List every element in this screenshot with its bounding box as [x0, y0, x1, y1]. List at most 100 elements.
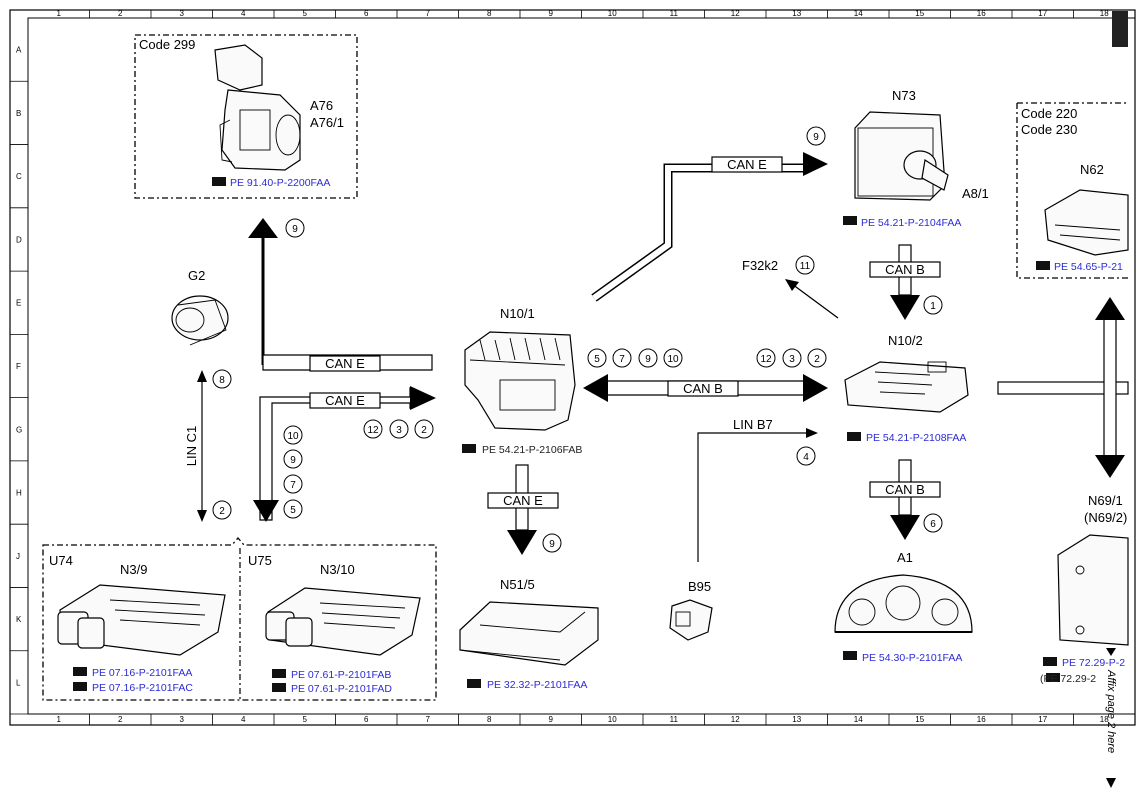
book-icon [73, 682, 87, 691]
n69-ref-1[interactable]: PE 72.29-P-2 [1043, 657, 1125, 669]
b95-component-drawing [669, 599, 713, 641]
a76-code-label: Code 299 [139, 37, 195, 52]
svg-text:10: 10 [667, 354, 679, 365]
a8-1-label: A8/1 [962, 186, 989, 201]
can-b-right-bottom-label-box [869, 481, 941, 498]
arrow-right-n10-2 [803, 374, 828, 402]
circle-9-n73: 9 [806, 126, 826, 146]
affix-arrow-top [1106, 648, 1116, 656]
u74-ref-2-text[interactable]: PE 07.16-P-2101FAC [92, 682, 193, 694]
lin-b7-label: LIN B7 [733, 417, 773, 432]
svg-text:4: 4 [803, 452, 809, 463]
b95-label: B95 [688, 579, 711, 594]
n10-2-component-drawing [844, 361, 969, 413]
n10-1-label: N10/1 [500, 306, 535, 321]
n62-code-2: Code 230 [1021, 122, 1077, 137]
a1-component-drawing [834, 574, 973, 633]
n10-2-ref[interactable]: PE 54.21-P-2108FAA [847, 432, 966, 444]
grid-row-label: B [16, 109, 21, 118]
circle-11: 11 [795, 255, 815, 275]
grid-col-label: 8 [487, 715, 492, 724]
right-bus-horizontal [997, 381, 1129, 395]
can-e-lower-label: CAN E [325, 393, 365, 408]
u75-ref-1[interactable]: PE 07.61-P-2101FAB [272, 669, 391, 681]
svg-text:9: 9 [813, 132, 819, 143]
n10-1-ref[interactable]: PE 54.21-P-2106FAB [462, 444, 582, 456]
svg-text:1: 1 [930, 301, 936, 312]
u75-ref-2-text[interactable]: PE 07.61-P-2101FAD [291, 683, 392, 695]
grid-col-label: 18 [1100, 715, 1109, 724]
grid-col-label: 7 [426, 715, 431, 724]
can-e-upper-label: CAN E [325, 356, 365, 371]
grid-col-label: 8 [487, 9, 492, 18]
grid-row-label: D [16, 235, 22, 244]
a76-label: A76 [310, 98, 333, 113]
grid-col-label: 1 [57, 715, 62, 724]
grid-col-label: 10 [608, 9, 617, 18]
svg-text:8: 8 [219, 375, 225, 386]
affix-note: Affix page 2 here [1105, 669, 1117, 753]
n3-9-component-drawing [57, 584, 226, 656]
n51-5-label: N51/5 [500, 577, 535, 592]
u74-label: U74 [49, 553, 73, 568]
grid-col-label: 3 [180, 715, 185, 724]
n51-5-ref-text[interactable]: PE 32.32-P-2101FAA [487, 679, 587, 691]
n10-1-ref-text[interactable]: PE 54.21-P-2106FAB [482, 444, 582, 456]
grid-col-label: 6 [364, 9, 369, 18]
grid-row-label: L [16, 678, 21, 687]
n62-component-drawing [1044, 189, 1129, 256]
a76-ref[interactable]: PE 91.40-P-2200FAA [212, 177, 330, 189]
grid-col-label: 12 [731, 715, 740, 724]
can-e-top-label: CAN E [727, 157, 767, 172]
a76-ref-text[interactable]: PE 91.40-P-2200FAA [230, 177, 330, 189]
n73-ref-text[interactable]: PE 54.21-P-2104FAA [861, 217, 961, 229]
f32k2-arrow-line [791, 283, 839, 319]
book-icon [843, 651, 857, 660]
n69-ref-2[interactable]: (PE 72.29-2 [1040, 673, 1096, 685]
svg-text:3: 3 [396, 425, 402, 436]
n62-ref[interactable]: PE 54.65-P-21 [1036, 261, 1123, 273]
circle-9-n51-5: 9 [542, 533, 562, 553]
n69-ref-2-text[interactable]: (PE 72.29-2 [1040, 673, 1096, 685]
grid-col-label: 3 [180, 9, 185, 18]
affix-arrow-bottom [1106, 778, 1116, 788]
a1-ref[interactable]: PE 54.30-P-2101FAA [843, 651, 962, 664]
svg-text:9: 9 [292, 224, 298, 235]
u75-ref-2[interactable]: PE 07.61-P-2101FAD [272, 683, 392, 695]
book-icon [847, 432, 861, 441]
svg-text:12: 12 [760, 354, 772, 365]
can-e-up-line [258, 233, 268, 365]
book-icon [272, 669, 286, 678]
grid-col-label: 5 [303, 715, 308, 724]
a76-1-label: A76/1 [310, 115, 344, 130]
n10-2-ref-text[interactable]: PE 54.21-P-2108FAA [866, 432, 966, 444]
grid-col-label: 15 [915, 9, 924, 18]
n3-10-label: N3/10 [320, 562, 355, 577]
book-icon [272, 683, 286, 692]
svg-text:9: 9 [645, 354, 651, 365]
book-icon [467, 679, 481, 688]
n73-ref[interactable]: PE 54.21-P-2104FAA [843, 216, 961, 229]
n51-5-ref[interactable]: PE 32.32-P-2101FAA [467, 679, 587, 691]
grid-col-label: 5 [303, 9, 308, 18]
u75-ref-1-text[interactable]: PE 07.61-P-2101FAB [291, 669, 391, 681]
g2-component-drawing [171, 295, 229, 346]
arrow-left-n10-1 [583, 374, 608, 402]
u74-ref-1-text[interactable]: PE 07.16-P-2101FAA [92, 667, 192, 679]
n69-1-label: N69/1 [1088, 493, 1123, 508]
book-icon [1043, 657, 1057, 666]
n69-2-label: (N69/2) [1084, 510, 1127, 525]
u74-ref-2[interactable]: PE 07.16-P-2101FAC [73, 682, 193, 694]
a1-ref-text[interactable]: PE 54.30-P-2101FAA [862, 652, 962, 664]
can-e-top-label-box [711, 156, 783, 173]
can-b-right-top-label-box [869, 261, 941, 278]
a1-label: A1 [897, 550, 913, 565]
arrow-down-n51-5 [507, 530, 537, 555]
n62-code-1: Code 220 [1021, 106, 1077, 121]
grid-row-label: C [16, 172, 22, 181]
u74-ref-1[interactable]: PE 07.16-P-2101FAA [73, 667, 192, 679]
arrow-down-a1 [890, 515, 920, 540]
n62-ref-text[interactable]: PE 54.65-P-21 [1054, 261, 1123, 273]
n69-ref-1-text[interactable]: PE 72.29-P-2 [1062, 657, 1125, 669]
